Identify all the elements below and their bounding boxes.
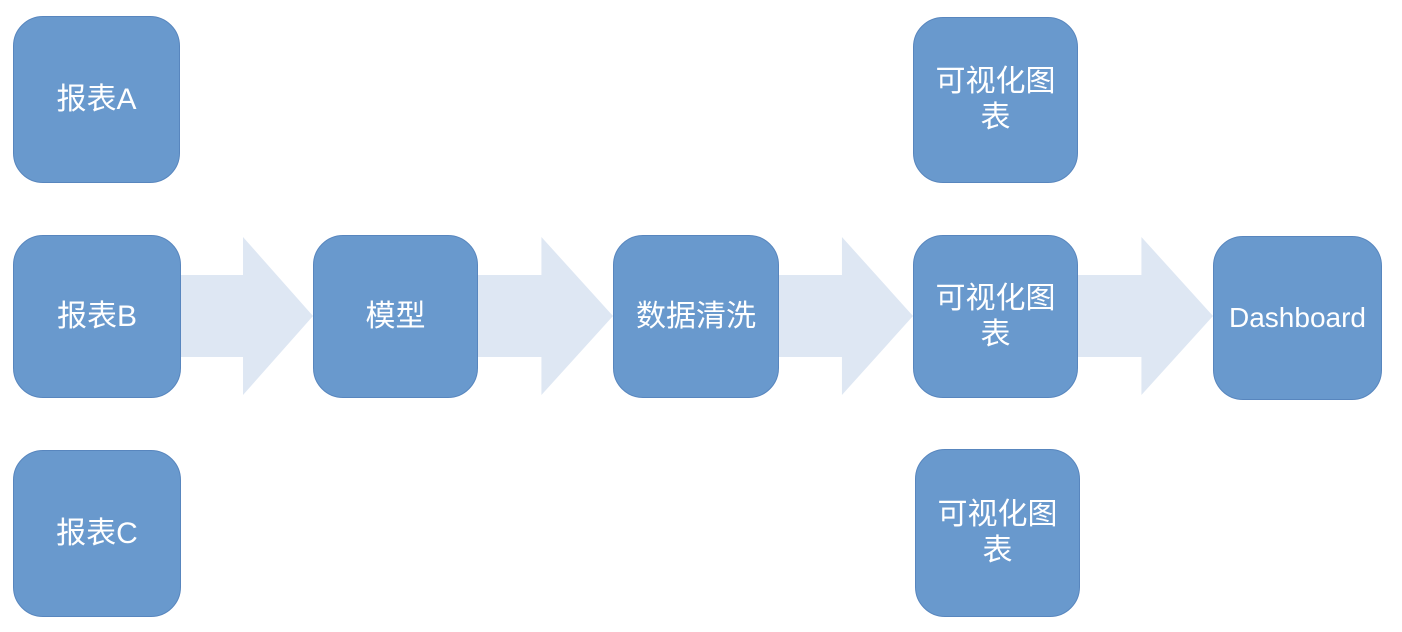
flow-arrow-viz-to-dashboard-icon xyxy=(1078,237,1213,395)
node-viz-chart-top-label: 可视化图表 xyxy=(935,65,1056,134)
node-dashboard: Dashboard xyxy=(1213,236,1382,400)
node-viz-chart-top: 可视化图表 xyxy=(913,17,1078,183)
node-dashboard-label: Dashboard xyxy=(1229,302,1366,334)
flow-arrow-cleaning-to-viz-icon xyxy=(779,237,913,395)
node-report-c-label: 报表C xyxy=(56,516,138,550)
flow-arrow-model-to-cleaning-icon xyxy=(478,237,613,395)
node-report-c: 报表C xyxy=(13,450,181,617)
arrow-right-shape xyxy=(779,237,913,395)
node-model: 模型 xyxy=(313,235,478,398)
node-viz-chart-middle-label: 可视化图表 xyxy=(935,281,1056,351)
node-data-cleaning-label: 数据清洗 xyxy=(636,299,756,333)
node-model-label: 模型 xyxy=(365,299,426,333)
node-report-a: 报表A xyxy=(13,16,180,183)
node-viz-chart-middle: 可视化图表 xyxy=(913,235,1078,398)
arrow-right-shape xyxy=(181,237,313,395)
node-data-cleaning: 数据清洗 xyxy=(613,235,779,398)
node-report-a-label: 报表A xyxy=(56,82,137,116)
arrow-right-shape xyxy=(478,237,613,395)
arrow-right-shape xyxy=(1078,237,1213,395)
flow-arrow-report-b-to-model-icon xyxy=(181,237,313,395)
node-viz-chart-bottom: 可视化图表 xyxy=(915,449,1080,617)
node-viz-chart-bottom-label: 可视化图表 xyxy=(937,498,1058,567)
node-report-b: 报表B xyxy=(13,235,181,398)
node-report-b-label: 报表B xyxy=(56,299,137,333)
